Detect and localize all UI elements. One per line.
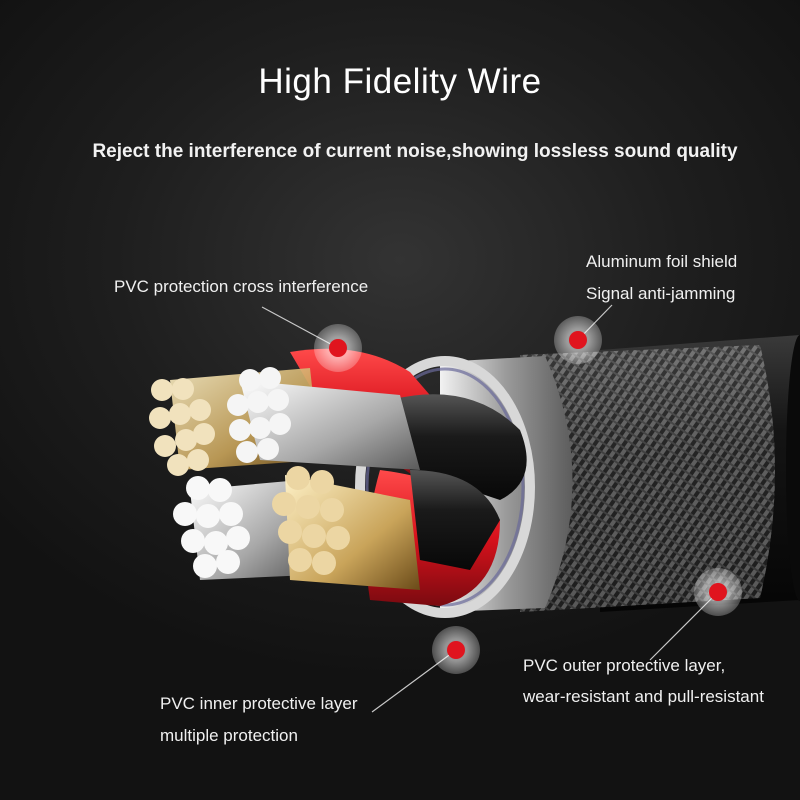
- callout-pvc-inner-label: PVC inner protective layer: [160, 694, 358, 713]
- callout-pvc-protection-label: PVC protection cross interference: [114, 277, 369, 296]
- marker-pvc-protection: [314, 324, 362, 372]
- callout-aluminum-foil-sublabel: Signal anti-jamming: [586, 284, 736, 303]
- callout-aluminum-foil-label: Aluminum foil shield: [586, 252, 738, 271]
- marker-pvc-outer: [694, 568, 742, 616]
- braided-shield: [520, 345, 775, 612]
- callout-pvc-outer-label: PVC outer protective layer,: [523, 656, 726, 675]
- page-title: High Fidelity Wire: [258, 62, 542, 101]
- upper-silver-bundle: [227, 367, 420, 470]
- callout-pvc-inner-sublabel: multiple protection: [160, 726, 298, 745]
- lower-copper-bundle: [272, 466, 420, 590]
- callout-pvc-outer-sublabel: wear-resistant and pull-resistant: [523, 687, 764, 706]
- marker-pvc-inner: [432, 626, 480, 674]
- black-inner-insulation: [390, 394, 527, 570]
- marker-aluminum-foil: [554, 316, 602, 364]
- page-subtitle: Reject the interference of current noise…: [92, 141, 738, 162]
